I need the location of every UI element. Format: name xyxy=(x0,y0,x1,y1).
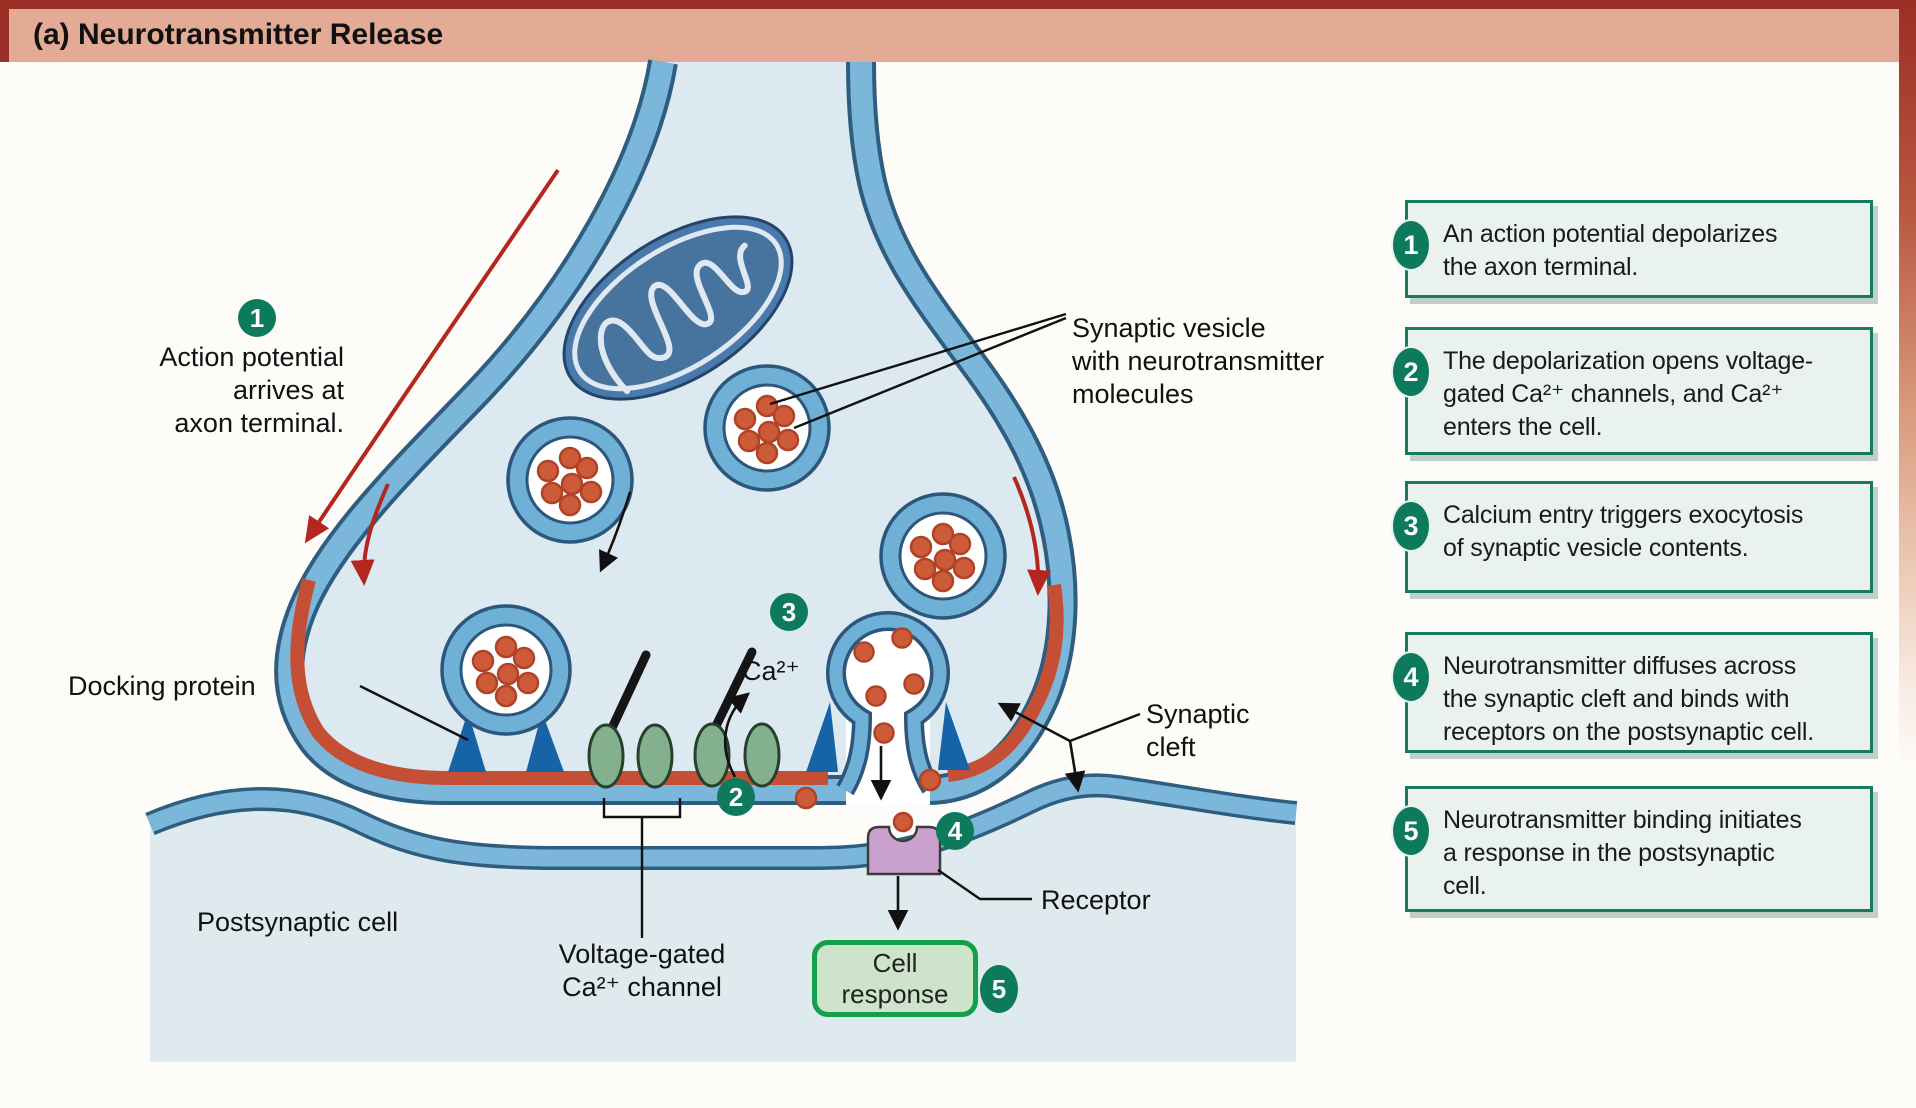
label-synaptic-vesicle: Synaptic vesicle with neurotransmitter m… xyxy=(1072,313,1325,409)
step-badge-1: 1 xyxy=(1391,219,1431,271)
releasing-neurotransmitter xyxy=(853,627,925,744)
label-docking-protein: Docking protein xyxy=(68,671,256,701)
step-box-4: 4 Neurotransmitter diffuses across the s… xyxy=(1391,632,1873,753)
right-edge-accent xyxy=(1899,9,1916,909)
page-title: (a) Neurotransmitter Release xyxy=(33,18,444,51)
step-box-5: 5 Neurotransmitter binding initiates a r… xyxy=(1391,786,1873,912)
vesicle-label-line xyxy=(793,316,1067,430)
step-text-3: Calcium entry triggers exocytosis of syn… xyxy=(1443,501,1804,562)
synaptic-vesicle xyxy=(703,364,831,492)
docking-protein-omega-left xyxy=(806,702,838,772)
step-box-2: 2 The depolarization opens voltage- gate… xyxy=(1391,327,1873,455)
cleft-label-line xyxy=(1069,712,1141,743)
step-badge-3: 3 xyxy=(1391,500,1431,552)
label-lines xyxy=(359,312,1141,938)
axon-membrane xyxy=(278,60,1074,801)
synaptic-vesicle xyxy=(879,492,1007,620)
diagram-step-badge-5: 5 xyxy=(980,965,1018,1013)
diagram-step-badge-4: 4 xyxy=(936,812,974,850)
synapse-diagram xyxy=(145,59,1298,1062)
cleft-span-arrow-down xyxy=(1064,740,1086,793)
action-potential-arrow-long xyxy=(304,168,560,544)
step-text-1: An action potential depolarizes the axon… xyxy=(1443,220,1778,281)
label-action-potential: Action potential arrives at axon termina… xyxy=(159,342,344,438)
channel-bracket xyxy=(602,798,682,819)
action-potential-arrows xyxy=(304,168,1052,596)
diagram-step-badge-1: 1 xyxy=(238,299,276,337)
top-border xyxy=(0,0,1916,9)
step-badge-5: 5 xyxy=(1391,805,1431,857)
receptor-label-line xyxy=(937,869,1032,901)
depolarized-membrane-strip xyxy=(290,578,1064,785)
flow-arrows xyxy=(599,491,1086,931)
synaptic-vesicles xyxy=(440,364,1007,736)
calcium-entry-arrow xyxy=(723,692,750,778)
step-text-4: Neurotransmitter diffuses across the syn… xyxy=(1443,652,1814,746)
step-text-2: The depolarization opens voltage- gated … xyxy=(1443,347,1814,441)
diagram-step-badge-3: 3 xyxy=(770,593,808,631)
vesicle-label-line xyxy=(769,312,1067,406)
calcium-channel xyxy=(587,723,625,789)
step-box-1: 1 An action potential depolarizes the ax… xyxy=(1391,200,1873,298)
diagram-step-badge-2: 2 xyxy=(717,778,755,816)
channel-gate-rod xyxy=(711,647,757,731)
calcium-channel xyxy=(693,722,731,788)
mitochondrion xyxy=(562,215,794,401)
cleft-span-arrow-up xyxy=(997,702,1071,743)
synaptic-vesicle xyxy=(506,416,634,544)
docked-vesicle xyxy=(440,604,572,736)
calcium-channel xyxy=(636,723,674,789)
step-badge-2: 2 xyxy=(1391,346,1431,398)
exocytosis-vesicle xyxy=(826,610,950,806)
axon-terminal xyxy=(274,59,1078,805)
label-postsynaptic-cell: Postsynaptic cell xyxy=(197,907,399,937)
label-voltage-gated-channel: Voltage-gated Ca²⁺ channel xyxy=(558,939,726,1002)
channel-gate-rod xyxy=(607,650,651,733)
docking-label-line xyxy=(359,684,469,742)
neurotransmitter-in-cleft xyxy=(794,768,942,833)
label-synaptic-cleft: Synaptic cleft xyxy=(1146,699,1250,762)
calcium-channels xyxy=(587,647,781,789)
step-box-3: 3 Calcium entry triggers exocytosis of s… xyxy=(1391,481,1873,593)
docking-protein-omega-right xyxy=(938,702,970,770)
receptor xyxy=(866,825,942,876)
action-potential-arrow-right xyxy=(1012,476,1052,596)
action-potential-arrow-left xyxy=(350,483,390,586)
vesicle-docking-arrow xyxy=(599,491,632,573)
axon-terminal-cytoplasm xyxy=(289,62,1063,790)
label-ca-ion: Ca²⁺ xyxy=(742,656,800,686)
calcium-channel xyxy=(743,722,781,788)
omega-membrane xyxy=(829,614,947,794)
header-bar: (a) Neurotransmitter Release xyxy=(0,9,1916,62)
cell-response-box: Cell response xyxy=(812,940,978,1017)
step-text-5: Neurotransmitter binding initiates a res… xyxy=(1443,806,1802,900)
label-receptor: Receptor xyxy=(1041,885,1151,915)
docking-protein-left xyxy=(448,712,486,772)
docking-protein-right xyxy=(526,712,564,772)
docking-proteins xyxy=(448,702,970,772)
step-badge-4: 4 xyxy=(1391,651,1431,703)
